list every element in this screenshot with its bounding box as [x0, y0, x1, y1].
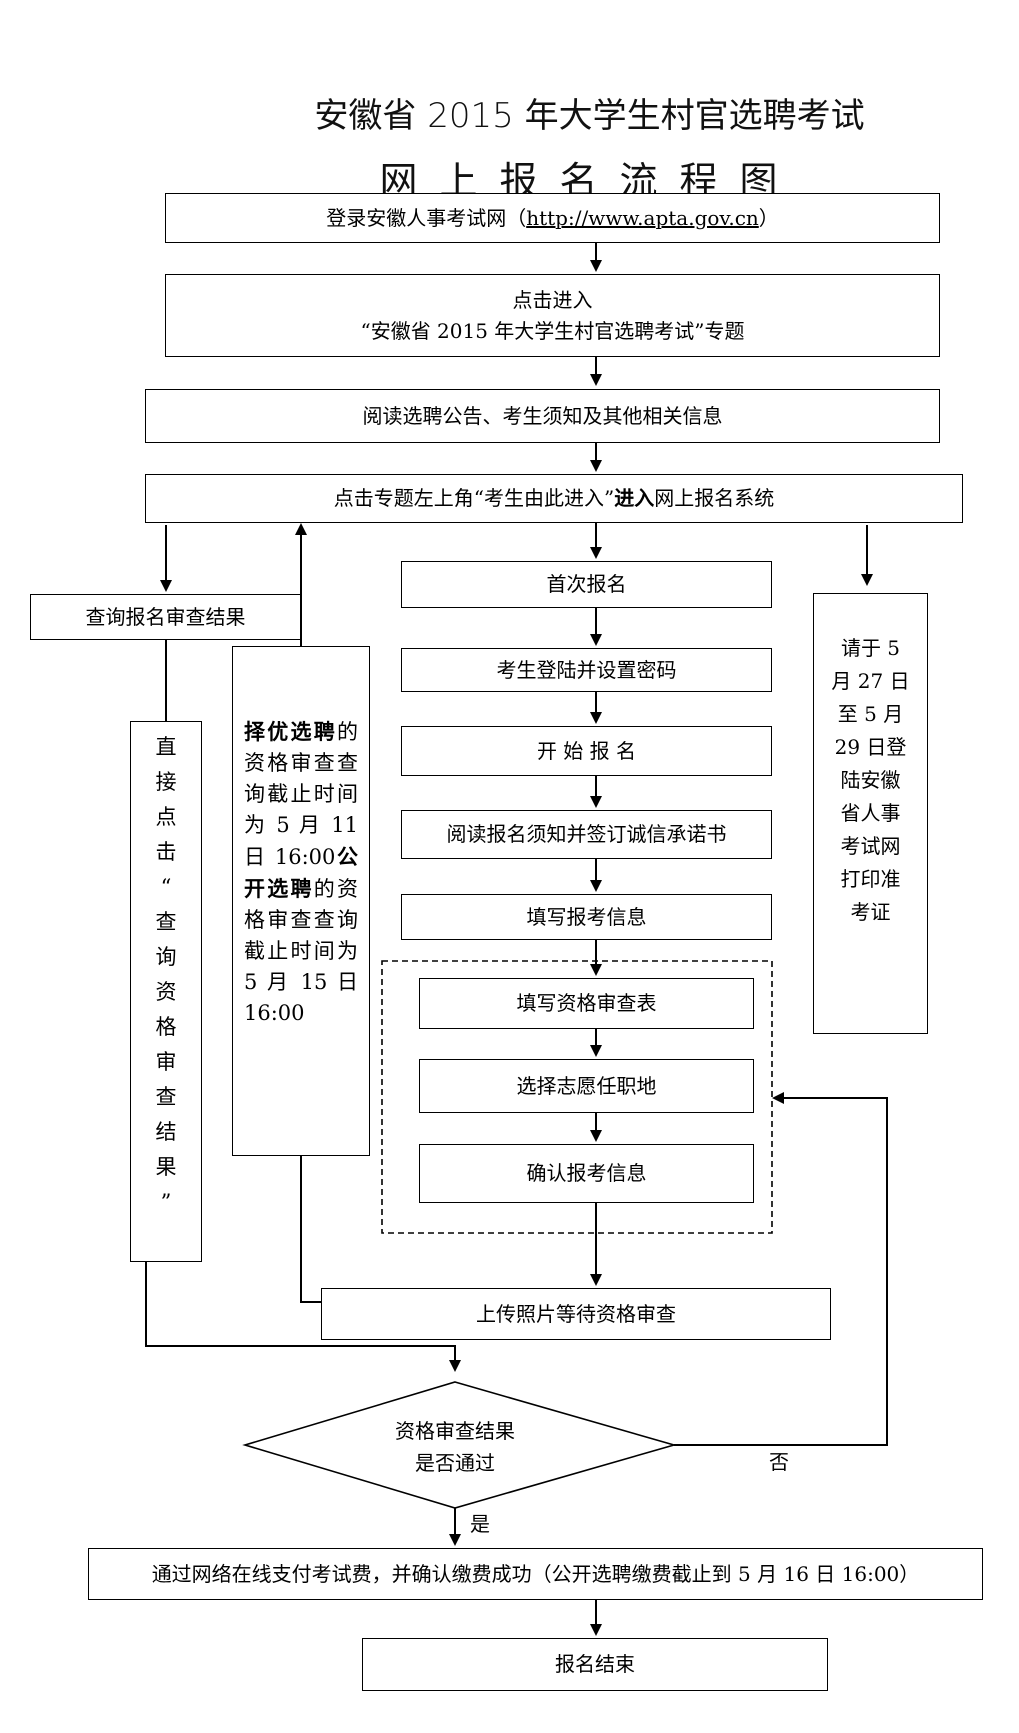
- step-query-result: 查询报名审查结果: [30, 594, 301, 640]
- decision-diamond: [242, 1381, 677, 1509]
- deadline-text-2: 的资格审查查询截止时间为 5 月 15 日 16:00: [244, 877, 358, 1025]
- login-prefix: 登录安徽人事考试网（: [326, 205, 527, 230]
- vertical-note-char: “: [160, 875, 172, 899]
- vertical-note-char: 资: [155, 980, 177, 1004]
- title-line1: 安徽省 2015 年大学生村官选聘考试: [314, 96, 865, 136]
- entry-suffix: 网上报名系统: [654, 486, 775, 510]
- step-entry-system: 点击专题左上角“考生由此进入”进入网上报名系统: [145, 474, 963, 523]
- vertical-note-char: 审: [155, 1050, 177, 1074]
- vertical-note-char: 点: [155, 805, 177, 829]
- deadline-bold-1: 择优选聘: [244, 719, 337, 744]
- step-pay-fee: 通过网络在线支付考试费，并确认缴费成功（公开选聘缴费截止到 5 月 16 日 1…: [88, 1548, 983, 1600]
- apta-link[interactable]: http://www.apta.gov.cn: [526, 205, 759, 230]
- entry-bold: 进入: [614, 486, 655, 510]
- deadline-text-1: 的资格审查查询截止时间为 5 月 11 日 16:00: [244, 720, 358, 869]
- print-note-line: 至 5 月: [837, 702, 904, 726]
- deadline-bold-2: 公开选聘: [244, 844, 359, 901]
- vertical-note-char: 查: [155, 1085, 177, 1109]
- label-no: 否: [769, 1450, 789, 1474]
- step-first-register: 首次报名: [401, 561, 772, 608]
- print-note-text: 请于 5 月 27 日至 5 月 29 日登陆安徽省人事考试网打印准考证: [813, 632, 928, 929]
- vertical-note-text: 直接点击“查询资格审查结果”: [130, 732, 202, 1222]
- vertical-note-char: 结: [155, 1120, 177, 1144]
- step-confirm-info: 确认报考信息: [419, 1144, 754, 1203]
- step-enter-topic: 点击进入 “安徽省 2015 年大学生村官选聘考试”专题: [165, 274, 940, 357]
- print-note-line: 考证: [850, 900, 891, 924]
- vertical-note-char: 询: [155, 945, 177, 969]
- deadline-note-text: 择优选聘的资格审查查询截止时间为 5 月 11 日 16:00公开选聘的资格审查…: [244, 716, 358, 1029]
- step-end: 报名结束: [362, 1638, 828, 1691]
- vertical-note-char: 果: [155, 1155, 177, 1179]
- vertical-note-char: ”: [160, 1190, 172, 1214]
- vertical-note-char: 格: [155, 1015, 177, 1039]
- vertical-note-char: 击: [155, 840, 177, 864]
- label-yes: 是: [470, 1512, 490, 1536]
- decision-text: 资格审查结果 是否通过: [345, 1415, 565, 1479]
- print-note-line: 月 27 日: [831, 669, 910, 693]
- step-read-commit: 阅读报名须知并签订诚信承诺书: [401, 810, 772, 859]
- dashed-group: [381, 960, 773, 1234]
- decision-line2: 是否通过: [415, 1451, 495, 1475]
- step-upload-photo: 上传照片等待资格审查: [321, 1288, 831, 1340]
- step-choose-place: 选择志愿任职地: [419, 1059, 754, 1113]
- print-note-line: 陆安徽: [840, 768, 901, 792]
- step-start-register: 开 始 报 名: [401, 726, 772, 776]
- print-note-box: [813, 593, 928, 1034]
- vertical-note-char: 查: [155, 910, 177, 934]
- login-suffix: ）: [758, 205, 779, 230]
- entry-prefix: 点击专题左上角“考生由此进入”: [333, 486, 615, 510]
- decision-line1: 资格审查结果: [395, 1419, 515, 1443]
- vertical-note-box: [130, 721, 202, 1262]
- step-read-notice: 阅读选聘公告、考生须知及其他相关信息: [145, 389, 940, 443]
- vertical-note-char: 直: [155, 735, 177, 759]
- enter-line2: “安徽省 2015 年大学生村官选聘考试”专题: [360, 318, 745, 343]
- vertical-note-char: 接: [155, 770, 177, 794]
- print-note-line: 考试网: [840, 834, 901, 858]
- step-fill-form: 填写资格审查表: [419, 978, 754, 1029]
- deadline-note-box: [232, 646, 370, 1156]
- print-note-line: 请于 5: [840, 636, 901, 660]
- step-login: 登录安徽人事考试网（http://www.apta.gov.cn）: [165, 193, 940, 243]
- print-note-line: 29 日登: [834, 735, 907, 759]
- step-fill-info: 填写报考信息: [401, 894, 772, 940]
- print-note-line: 打印准: [840, 867, 901, 891]
- print-note-line: 省人事: [840, 801, 901, 825]
- step-login-password: 考生登陆并设置密码: [401, 648, 772, 692]
- enter-line1: 点击进入: [512, 287, 593, 312]
